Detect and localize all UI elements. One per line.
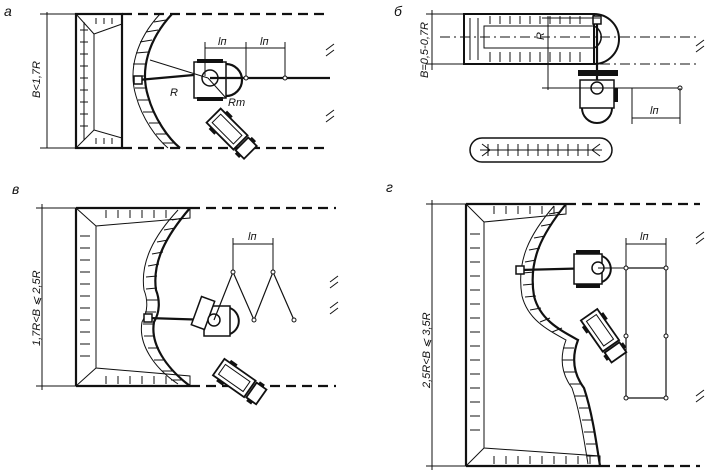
- panel-d-path: lп: [623, 231, 669, 401]
- panel-a-radius-label: R: [170, 87, 178, 99]
- panel-a-excavator: [133, 59, 330, 101]
- panel-a-step-label-1: lп: [218, 36, 227, 48]
- panel-c-excavator: [143, 295, 240, 337]
- panel-b-trench-plan: [469, 137, 613, 163]
- panel-b-radius-label: R: [535, 32, 547, 40]
- panel-c-letter: в: [12, 181, 19, 197]
- panel-c-width-label: 1,7R<B ⩽ 2,5R: [31, 270, 43, 346]
- panel-d-step-label: lп: [640, 231, 649, 243]
- panel-a-step-dimensions: lп lп: [204, 36, 286, 76]
- panel-b-width-dimension: B=0,5-0,7R: [419, 10, 464, 78]
- panel-a-pit: [74, 12, 335, 150]
- panel-a-letter: а: [4, 3, 12, 19]
- panel-b-radius-dimension: R: [535, 16, 600, 90]
- panel-a-dump-truck: [205, 107, 259, 161]
- panel-d-letter: г: [386, 179, 393, 195]
- panel-d: г 2,5R<B ⩽ 3,5R: [386, 179, 705, 470]
- panel-c-zigzag-path: lп: [213, 231, 297, 323]
- panel-d-excavator: [515, 250, 626, 288]
- panel-c-width-dimension: 1,7R<B ⩽ 2,5R: [31, 204, 76, 390]
- panel-a-width-dimension: B<1,7R: [31, 12, 76, 149]
- panel-c-pit: [74, 206, 339, 388]
- panel-c-step-label: lп: [248, 231, 257, 243]
- panel-b-excavator: [578, 15, 683, 124]
- panel-a-turn-radius-label: Rт: [228, 97, 245, 109]
- panel-c-dump-truck: [211, 357, 268, 406]
- panel-a: а B<1,7R: [4, 3, 335, 161]
- panel-b-width-label: B=0,5-0,7R: [419, 22, 431, 78]
- panel-b-trench: [440, 13, 705, 65]
- panel-b-letter: б: [394, 3, 403, 19]
- panel-d-width-dimension: 2,5R<B ⩽ 3,5R: [421, 200, 466, 470]
- panel-d-dump-truck: [579, 307, 628, 364]
- panel-b-step-label: lп: [650, 105, 659, 117]
- panel-a-width-label: B<1,7R: [31, 61, 43, 98]
- panel-b: б B=0,5-0,7R: [394, 3, 705, 163]
- panel-a-step-label-2: lп: [260, 36, 269, 48]
- panel-c: в 1,7R<B ⩽ 2,5R: [12, 181, 339, 406]
- panel-d-pit: [464, 202, 705, 468]
- panel-d-width-label: 2,5R<B ⩽ 3,5R: [421, 312, 433, 389]
- panel-a-radius-line: [149, 59, 209, 79]
- panel-b-step-dimension: lп: [631, 88, 681, 124]
